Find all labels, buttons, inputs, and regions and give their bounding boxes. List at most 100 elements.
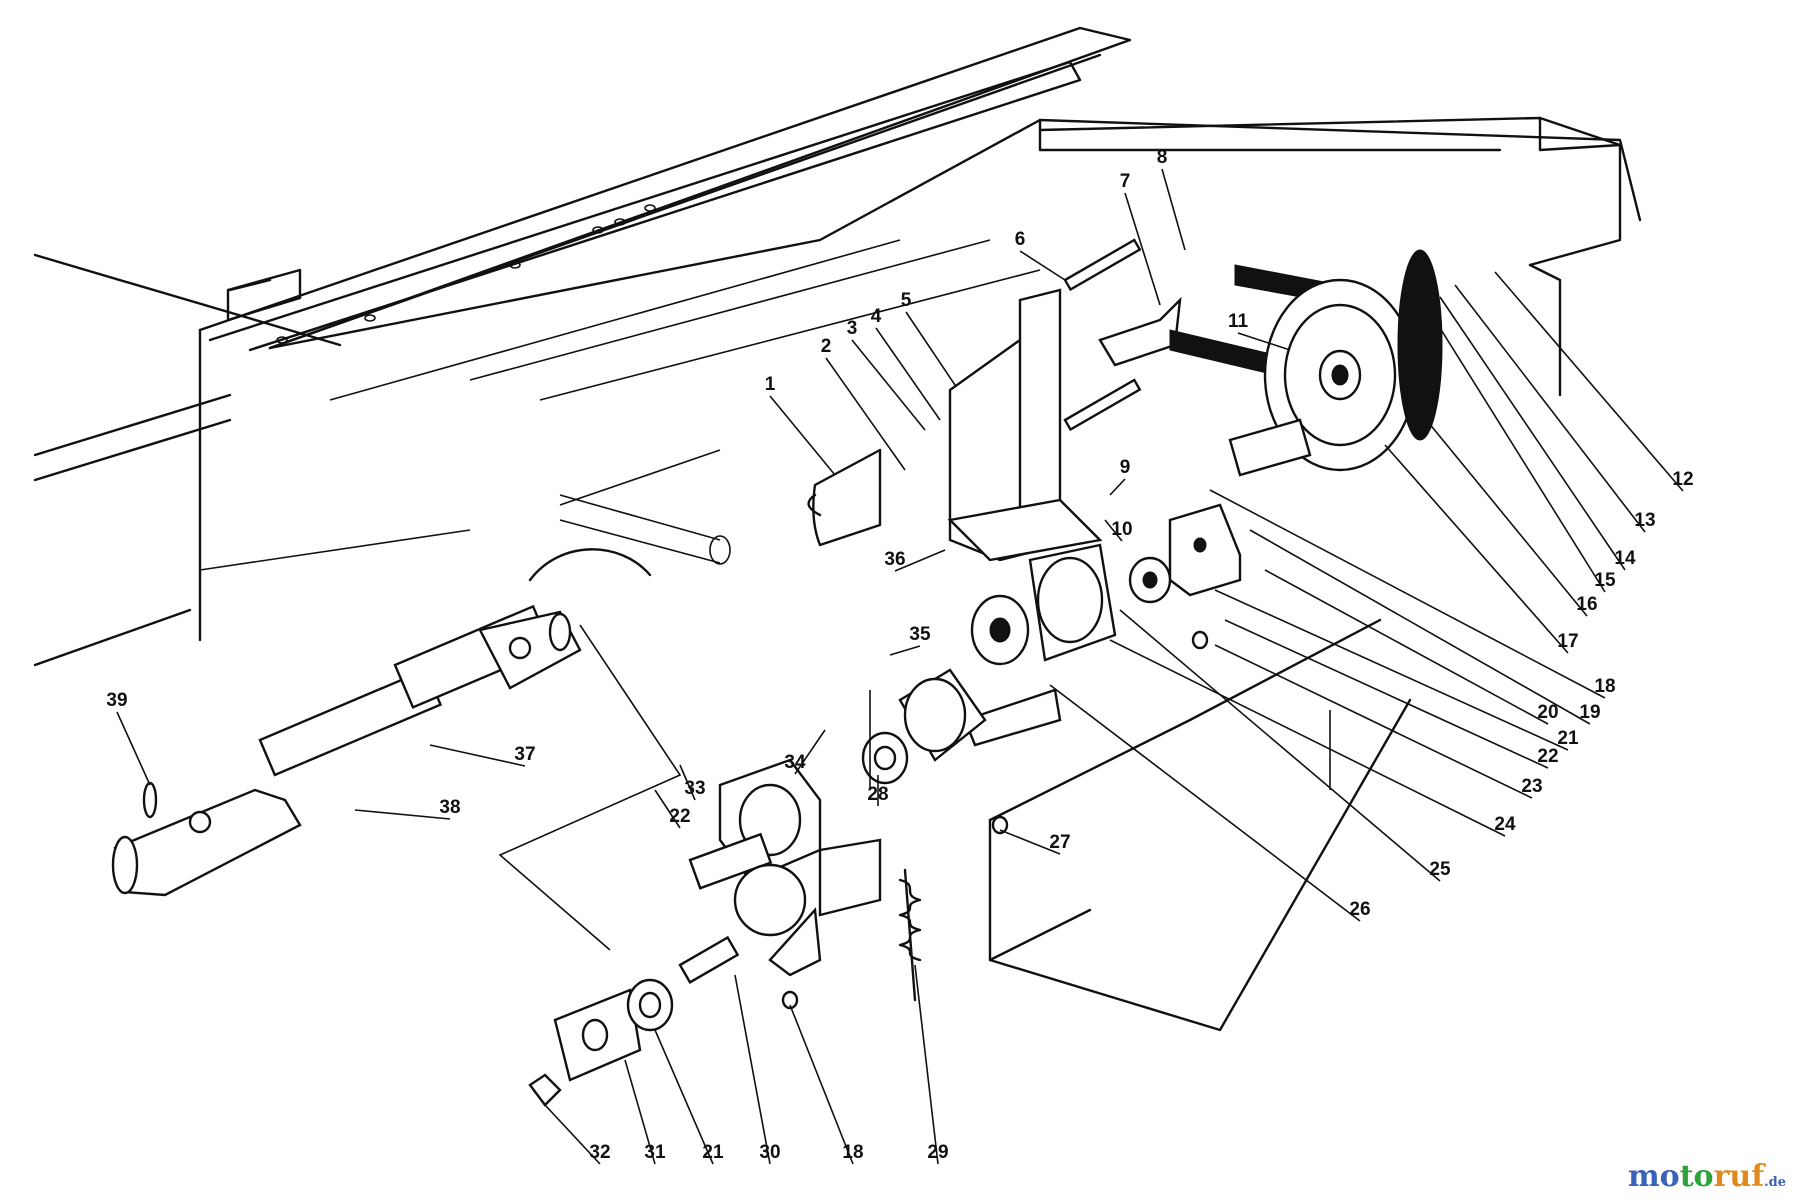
callout-label-5: 5 (901, 290, 912, 311)
callout-label-12: 12 (1672, 469, 1693, 490)
callout-leader-2 (825, 357, 906, 471)
callout-label-38: 38 (439, 797, 460, 818)
callout-leader-9 (1109, 478, 1126, 496)
callout-leader-23 (1214, 644, 1533, 799)
callout-leader-29 (914, 964, 939, 1165)
callout-label-30: 30 (759, 1142, 780, 1163)
callout-leader-7 (1124, 192, 1161, 306)
callout-leader-22b (654, 789, 681, 829)
lower-bearing-assembly (688, 758, 882, 977)
mounting-bracket (947, 288, 1103, 562)
callout-leader-5 (905, 311, 956, 386)
callout-layer: 1234567891011121314151617181920212223242… (106, 147, 1694, 1165)
studs (1063, 238, 1142, 432)
watermark-part-to: to (1679, 1159, 1714, 1194)
callout-label-8: 8 (1157, 147, 1168, 168)
callout-label-21a: 21 (1557, 728, 1579, 749)
callout-leader-24 (1109, 639, 1506, 837)
callout-label-7: 7 (1120, 171, 1131, 192)
callout-label-33: 33 (684, 778, 705, 799)
callout-leader-33 (679, 764, 696, 801)
callout-leader-21b (654, 1029, 714, 1165)
callout-label-25: 25 (1429, 859, 1451, 880)
callout-leader-26 (1049, 684, 1361, 922)
callout-label-21b: 21 (702, 1142, 724, 1163)
callout-label-11: 11 (1228, 311, 1249, 332)
callout-label-1: 1 (765, 374, 776, 395)
callout-label-14: 14 (1614, 548, 1636, 569)
callout-leader-30 (734, 974, 771, 1165)
watermark-logo: motoruf.de (1628, 1159, 1786, 1194)
callout-label-27: 27 (1049, 832, 1070, 853)
callout-leader-10 (1104, 519, 1123, 542)
callout-label-18a: 18 (1594, 676, 1615, 697)
deck-frame (33, 26, 1642, 1032)
pulley-and-belt (1169, 249, 1443, 472)
callout-leader-25 (1119, 609, 1441, 882)
callout-label-13: 13 (1634, 510, 1655, 531)
callout-leader-27 (999, 829, 1061, 855)
callout-label-6: 6 (1015, 229, 1026, 250)
callout-label-15: 15 (1594, 570, 1616, 591)
callout-leader-31 (624, 1059, 656, 1165)
drive-shaft (111, 604, 582, 897)
callout-leader-22a (1224, 619, 1549, 769)
callout-leader-8 (1161, 168, 1186, 251)
callout-leader-15 (1434, 319, 1606, 593)
callout-leader-1 (769, 395, 836, 476)
callout-leader-34 (794, 729, 826, 775)
callout-label-31: 31 (644, 1142, 666, 1163)
callout-label-28: 28 (867, 784, 888, 805)
callout-label-22b: 22 (669, 806, 690, 827)
watermark-part-mo: mo (1627, 1159, 1680, 1194)
callout-leader-35 (889, 645, 921, 656)
watermark-part-ruf: ruf (1713, 1159, 1765, 1194)
main-shaft (963, 418, 1312, 747)
callout-leader-18a (1209, 489, 1606, 699)
callout-label-23: 23 (1521, 776, 1542, 797)
lever-plate (1098, 296, 1182, 367)
callout-leader-38 (354, 809, 451, 820)
callout-leader-39 (116, 711, 151, 786)
callout-label-10: 10 (1111, 519, 1132, 540)
callout-label-26: 26 (1349, 899, 1370, 920)
callout-label-39: 39 (106, 690, 127, 711)
callout-label-9: 9 (1120, 457, 1131, 478)
callout-leader-13 (1454, 284, 1646, 533)
callout-leader-4 (875, 327, 941, 421)
rail-holes (276, 204, 656, 344)
callout-label-35: 35 (909, 624, 931, 645)
callout-label-16: 16 (1576, 594, 1597, 615)
callout-label-29: 29 (927, 1142, 948, 1163)
bottom-hardware (142, 630, 1209, 1107)
callout-label-24: 24 (1494, 814, 1516, 835)
callout-leader-21a (1214, 589, 1569, 751)
callout-label-36: 36 (884, 549, 905, 570)
callout-leader-16 (1409, 399, 1588, 617)
callout-label-17: 17 (1557, 631, 1578, 652)
callout-leader-6 (1019, 250, 1066, 281)
callout-leader-20 (1264, 569, 1549, 725)
callout-leader-18b (789, 1004, 854, 1165)
callout-label-34: 34 (784, 752, 806, 773)
callout-leader-14 (1439, 296, 1626, 571)
flange-housings (861, 543, 1117, 785)
callout-label-2: 2 (821, 336, 832, 357)
watermark-part-de: .de (1764, 1175, 1786, 1190)
callout-label-4: 4 (871, 306, 882, 327)
right-pillow-block (1128, 503, 1242, 604)
callout-leader-37 (429, 744, 526, 767)
callout-leader-17 (1384, 444, 1569, 654)
callout-leader-12 (1494, 271, 1684, 492)
callout-label-37: 37 (514, 744, 535, 765)
callout-label-19: 19 (1579, 702, 1600, 723)
callout-label-18b: 18 (842, 1142, 863, 1163)
callout-label-3: 3 (847, 318, 858, 339)
callout-leader-32 (544, 1104, 601, 1165)
callout-leader-11 (1237, 332, 1291, 351)
callout-leader-36 (894, 549, 946, 572)
callout-label-22a: 22 (1537, 746, 1558, 767)
callout-label-32: 32 (589, 1142, 610, 1163)
